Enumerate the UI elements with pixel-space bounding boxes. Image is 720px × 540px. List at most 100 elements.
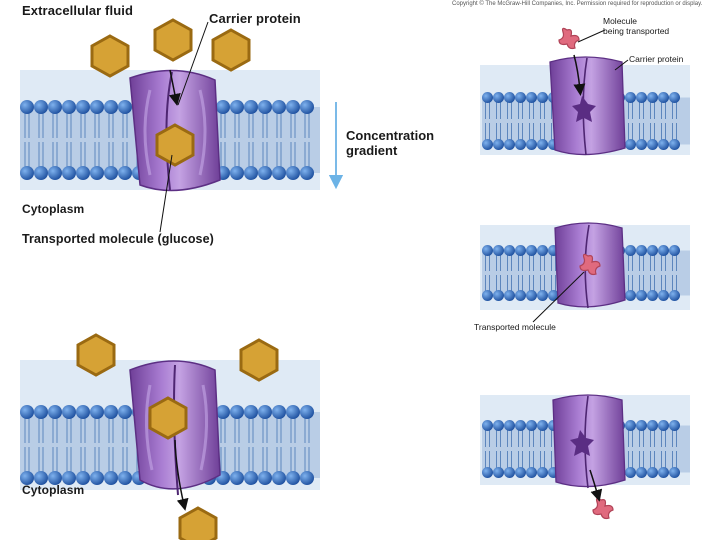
lipid-head: [515, 245, 526, 256]
lipid-head: [658, 245, 669, 256]
glucose-in-carrier-top: [155, 123, 195, 167]
lipid-head: [230, 166, 244, 180]
lipid-head: [526, 139, 537, 150]
lipid-head: [76, 405, 90, 419]
lipid-head: [272, 471, 286, 485]
lipid-head: [493, 420, 504, 431]
label-cytoplasm: Cytoplasm: [22, 202, 85, 216]
lipid-head: [658, 290, 669, 301]
glucose-molecules: [76, 18, 279, 540]
lipid-head: [258, 100, 272, 114]
lipid-head: [647, 290, 658, 301]
lipid-head: [537, 92, 548, 103]
lipid-head: [482, 290, 493, 301]
lipid-head: [300, 166, 314, 180]
lipid-head: [548, 290, 559, 301]
lipid-head: [669, 245, 680, 256]
glucose-4: [76, 333, 116, 377]
lipid-head: [216, 100, 230, 114]
lipid-head: [526, 467, 537, 478]
lipid-head: [20, 100, 34, 114]
lipid-head: [515, 139, 526, 150]
lipid-head: [90, 471, 104, 485]
lipid-head: [90, 405, 104, 419]
lipid-head: [504, 420, 515, 431]
lipid-head: [669, 92, 680, 103]
lipid-head: [62, 471, 76, 485]
lipid-head: [482, 420, 493, 431]
lipid-head: [526, 92, 537, 103]
pink-molecule-3: [592, 497, 614, 520]
lipid-head: [493, 245, 504, 256]
lipid-head: [636, 420, 647, 431]
lipid-head: [34, 166, 48, 180]
lipid-head: [493, 92, 504, 103]
lipid-head: [34, 471, 48, 485]
lipid-head: [625, 420, 636, 431]
lipid-head: [658, 467, 669, 478]
lipid-head: [118, 405, 132, 419]
lipid-head: [482, 467, 493, 478]
lipid-head: [647, 245, 658, 256]
lipid-head: [216, 405, 230, 419]
lipid-head: [34, 100, 48, 114]
lipid-head: [230, 100, 244, 114]
lipid-head: [504, 92, 515, 103]
lipid-head: [300, 471, 314, 485]
lipid-head: [636, 139, 647, 150]
label-extracellular-fluid: Extracellular fluid: [22, 3, 133, 18]
lipid-head: [526, 245, 537, 256]
lipid-head: [286, 471, 300, 485]
lipid-head: [669, 139, 680, 150]
lipid-head: [504, 139, 515, 150]
glucose-1: [90, 34, 130, 78]
lipid-head: [625, 245, 636, 256]
lipid-head: [118, 100, 132, 114]
lipid-head: [636, 467, 647, 478]
lipid-head: [272, 405, 286, 419]
label-transported-molecule-small: Transported molecule: [474, 322, 556, 332]
lipid-head: [286, 100, 300, 114]
lipid-head: [34, 405, 48, 419]
label-carrier-protein-small: Carrier protein: [629, 54, 684, 64]
lipid-head: [48, 166, 62, 180]
lipid-head: [515, 467, 526, 478]
lipid-head: [230, 471, 244, 485]
lipid-head: [669, 290, 680, 301]
transported-molecules-pink: [558, 27, 614, 520]
lipid-head: [300, 405, 314, 419]
lipid-head: [636, 290, 647, 301]
lipid-head: [625, 92, 636, 103]
lipid-head: [62, 405, 76, 419]
lipid-head: [537, 139, 548, 150]
glucose-3: [211, 28, 251, 72]
lipid-head: [493, 139, 504, 150]
copyright-notice: Copyright © The McGraw-Hill Companies, I…: [452, 1, 703, 7]
label-being-transported: being transported: [603, 26, 670, 36]
lipid-head: [90, 100, 104, 114]
lipid-head: [104, 405, 118, 419]
lipid-head: [636, 245, 647, 256]
lipid-head: [515, 92, 526, 103]
lipid-head: [62, 100, 76, 114]
lipid-head: [669, 467, 680, 478]
lipid-head: [504, 290, 515, 301]
lipid-head: [76, 166, 90, 180]
label-molecule: Molecule: [603, 16, 638, 26]
lipid-head: [258, 471, 272, 485]
lipid-head: [647, 92, 658, 103]
lipid-head: [482, 139, 493, 150]
lipid-head: [300, 100, 314, 114]
lipid-head: [258, 166, 272, 180]
glucose-in-carrier-bottom: [148, 396, 188, 440]
lipid-head: [636, 92, 647, 103]
lipid-head: [272, 100, 286, 114]
lipid-head: [258, 405, 272, 419]
lipid-head: [526, 290, 537, 301]
lipid-head: [504, 245, 515, 256]
lipid-head: [504, 467, 515, 478]
lipid-head: [20, 471, 34, 485]
leader-lines: [159, 21, 629, 323]
lipid-head: [537, 467, 548, 478]
